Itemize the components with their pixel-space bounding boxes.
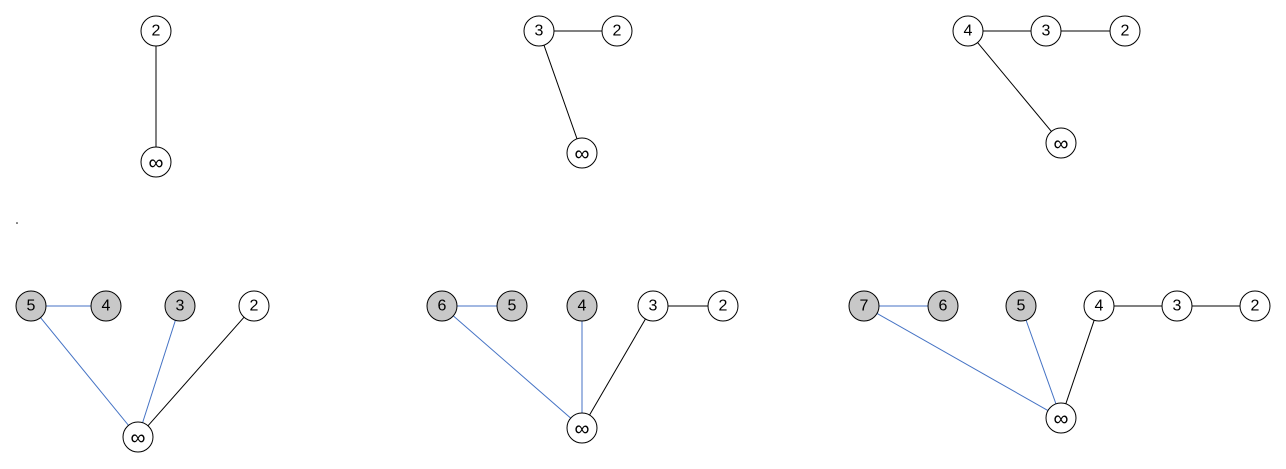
edge-n5-inf xyxy=(40,317,129,426)
node-label: 2 xyxy=(152,23,161,40)
node-n2: 2 xyxy=(238,290,270,322)
node-inf: ∞ xyxy=(566,137,598,169)
node-n2: 2 xyxy=(140,15,172,47)
node-inf: ∞ xyxy=(1045,402,1077,434)
node-n3: 3 xyxy=(637,290,669,322)
diagram-2: 3 2 ∞ xyxy=(523,15,633,169)
node-n2: 2 xyxy=(601,15,633,47)
node-circle xyxy=(848,290,880,322)
node-label: 3 xyxy=(1173,298,1182,315)
node-circle xyxy=(1045,127,1077,159)
diagram-5: 6 5 4 3 2 ∞ xyxy=(426,290,739,444)
edge-n2-inf xyxy=(147,316,245,427)
edge-n7-inf xyxy=(876,312,1049,412)
node-inf: ∞ xyxy=(1045,127,1077,159)
node-label: 5 xyxy=(27,298,36,315)
node-circle xyxy=(90,290,122,322)
edge-n4-inf xyxy=(1065,320,1095,404)
node-label: 2 xyxy=(1121,23,1130,40)
node-n5: 5 xyxy=(15,290,47,322)
node-label: 6 xyxy=(438,298,447,315)
node-label: 4 xyxy=(578,298,587,315)
node-label: 3 xyxy=(176,298,185,315)
node-inf: ∞ xyxy=(566,412,598,444)
node-label: 5 xyxy=(508,298,517,315)
node-n3: 3 xyxy=(164,290,196,322)
node-n3: 3 xyxy=(1030,15,1062,47)
node-label: ∞ xyxy=(575,418,590,441)
node-circle xyxy=(952,15,984,47)
node-circle xyxy=(1005,290,1037,322)
node-n2: 2 xyxy=(707,290,739,322)
node-circle xyxy=(1239,290,1271,322)
node-circle xyxy=(707,290,739,322)
node-circle xyxy=(566,290,598,322)
edge-n6-inf xyxy=(452,315,572,419)
edge-n4-inf xyxy=(977,42,1052,132)
node-circle xyxy=(1109,15,1141,47)
stray-dot xyxy=(16,222,18,224)
node-circle xyxy=(426,290,458,322)
node-n4: 4 xyxy=(1083,290,1115,322)
node-label: 4 xyxy=(1095,298,1104,315)
edge-n3-inf xyxy=(589,318,646,416)
node-circle xyxy=(566,412,598,444)
node-n7: 7 xyxy=(848,290,880,322)
node-circle xyxy=(523,15,555,47)
node-n4: 4 xyxy=(566,290,598,322)
node-circle xyxy=(496,290,528,322)
edge-n5-inf xyxy=(1025,319,1057,405)
node-label: ∞ xyxy=(575,143,590,166)
node-label: 4 xyxy=(964,23,973,40)
node-n4: 4 xyxy=(952,15,984,47)
node-n3: 3 xyxy=(523,15,555,47)
node-circle xyxy=(164,290,196,322)
node-circle xyxy=(601,15,633,47)
node-circle xyxy=(15,290,47,322)
node-circle xyxy=(1083,290,1115,322)
node-label: 3 xyxy=(1042,23,1051,40)
node-circle xyxy=(566,137,598,169)
node-n4: 4 xyxy=(90,290,122,322)
node-circle xyxy=(238,290,270,322)
node-label: 4 xyxy=(102,298,111,315)
node-n6: 6 xyxy=(927,290,959,322)
node-label: ∞ xyxy=(149,152,164,175)
node-inf: ∞ xyxy=(122,421,154,453)
diagram-6: 7 6 5 4 3 2 ∞ xyxy=(848,290,1271,434)
node-label: ∞ xyxy=(131,427,146,450)
node-label: 3 xyxy=(535,23,544,40)
diagram-4: 5 4 3 2 ∞ xyxy=(15,290,270,453)
node-label: 7 xyxy=(860,298,869,315)
node-circle xyxy=(1161,290,1193,322)
node-label: 2 xyxy=(719,298,728,315)
node-n5: 5 xyxy=(496,290,528,322)
edge-n3-inf xyxy=(543,44,578,140)
node-circle xyxy=(637,290,669,322)
edge-n3-inf xyxy=(142,320,176,423)
node-label: 2 xyxy=(613,23,622,40)
node-circle xyxy=(140,146,172,178)
node-n5: 5 xyxy=(1005,290,1037,322)
node-label: 2 xyxy=(1251,298,1260,315)
node-label: 5 xyxy=(1017,298,1026,315)
node-label: ∞ xyxy=(1054,133,1069,156)
node-circle xyxy=(927,290,959,322)
diagram-3: 4 3 2 ∞ xyxy=(952,15,1141,159)
node-label: 2 xyxy=(250,298,259,315)
node-circle xyxy=(1030,15,1062,47)
node-n6: 6 xyxy=(426,290,458,322)
diagram-1: 2∞ xyxy=(140,15,172,178)
node-circle xyxy=(122,421,154,453)
node-circle xyxy=(140,15,172,47)
node-label: 3 xyxy=(649,298,658,315)
node-n3: 3 xyxy=(1161,290,1193,322)
node-circle xyxy=(1045,402,1077,434)
node-n2: 2 xyxy=(1239,290,1271,322)
node-label: 6 xyxy=(939,298,948,315)
node-inf: ∞ xyxy=(140,146,172,178)
node-label: ∞ xyxy=(1054,408,1069,431)
node-n2: 2 xyxy=(1109,15,1141,47)
